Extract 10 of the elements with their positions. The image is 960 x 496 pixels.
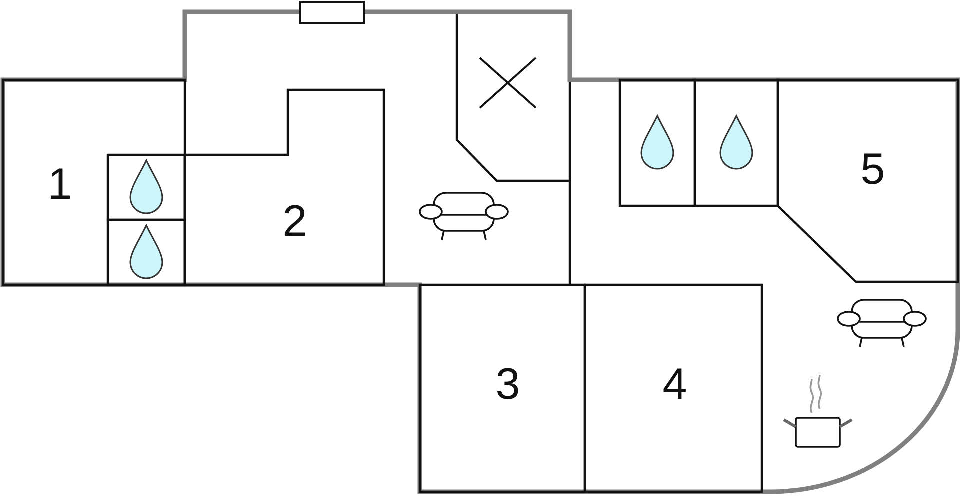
room-number: 2 <box>282 200 308 244</box>
room <box>420 285 585 492</box>
room <box>778 80 958 282</box>
room-number: 5 <box>860 148 886 192</box>
room <box>3 80 185 285</box>
room-number: 3 <box>496 363 520 407</box>
room <box>185 90 384 285</box>
room-number: 1 <box>48 163 72 207</box>
room-number: 4 <box>662 363 688 407</box>
room <box>585 285 762 492</box>
